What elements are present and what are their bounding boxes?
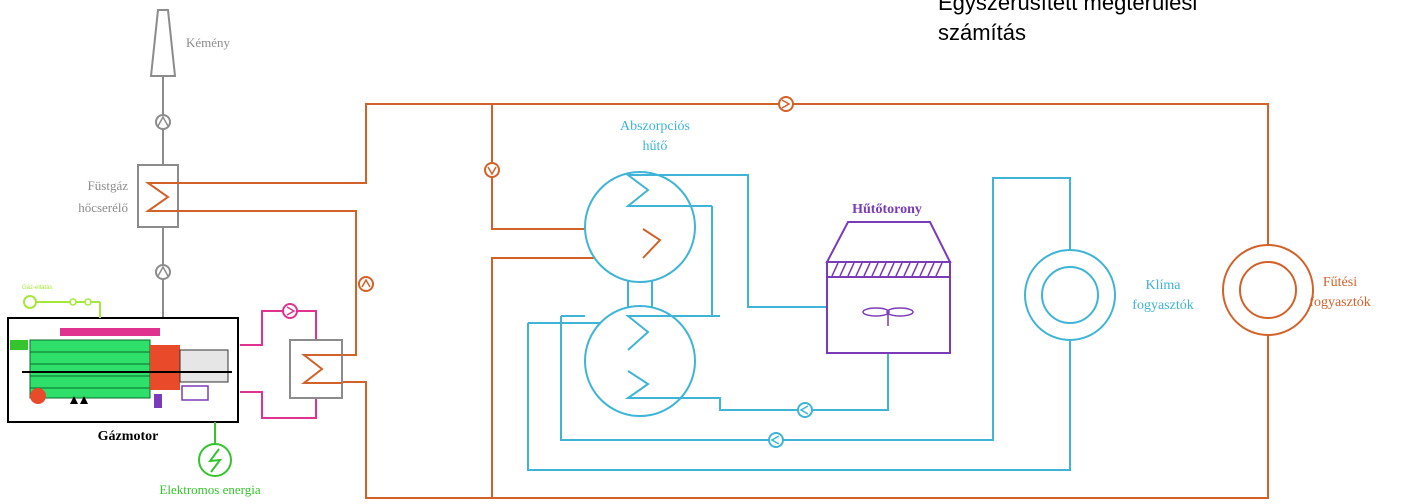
engine-loop-pump-icon bbox=[282, 303, 298, 319]
climate-consumers-icon bbox=[1024, 249, 1116, 341]
fan-icon bbox=[862, 307, 914, 326]
cooling-tower-icon bbox=[825, 221, 952, 354]
gas-engine-icon bbox=[7, 317, 239, 423]
climate-consumers-label-line2: fogyasztók bbox=[1132, 298, 1193, 313]
tower-pump-icon bbox=[797, 402, 813, 418]
exhaust-pump-icon bbox=[155, 264, 171, 280]
gas-supply-label: Gáz-ellátás bbox=[22, 285, 52, 291]
absorption-chiller-label-line1: Abszorpciós bbox=[620, 119, 690, 134]
chimney-icon bbox=[149, 9, 177, 77]
flue-pump-icon bbox=[155, 114, 171, 130]
flue-hx-label-line2: hőcserélő bbox=[78, 200, 128, 215]
main-heating-pump-icon bbox=[778, 96, 794, 112]
heating-pipe-network bbox=[178, 103, 1269, 499]
page-title-line2: számítás bbox=[938, 20, 1026, 45]
lightning-icon bbox=[198, 443, 232, 477]
cooling-pipe-network bbox=[527, 174, 1071, 471]
heating-consumers-icon bbox=[1222, 244, 1314, 336]
gas-supply-line bbox=[23, 295, 101, 318]
climate-pump-icon bbox=[768, 432, 784, 448]
heating-consumers-label-line2: fogyasztók bbox=[1309, 295, 1370, 310]
absorption-chiller-icon bbox=[584, 171, 720, 417]
page-title-line1: Egyszerűsített megtérülési bbox=[938, 0, 1197, 15]
engine-heat-exchanger-icon bbox=[289, 339, 343, 399]
flue-gas-heat-exchanger-icon bbox=[137, 164, 186, 228]
electric-energy-label: Elektromos energia bbox=[159, 482, 260, 497]
gas-engine-label: Gázmotor bbox=[98, 429, 159, 444]
chimney-label: Kémény bbox=[186, 35, 231, 50]
cooling-tower-label: Hűtőtorony bbox=[852, 202, 922, 217]
climate-consumers-label-line1: Klíma bbox=[1146, 278, 1182, 293]
absorption-chiller-label-line2: hűtő bbox=[643, 139, 668, 154]
heating-consumers-label-line1: Fűtési bbox=[1323, 275, 1357, 290]
engine-heating-pump-icon bbox=[358, 276, 374, 292]
engine-cooling-loop bbox=[240, 310, 317, 419]
chiller-heating-pump-icon bbox=[484, 162, 500, 178]
flue-hx-label-line1: Füstgáz bbox=[88, 178, 129, 193]
